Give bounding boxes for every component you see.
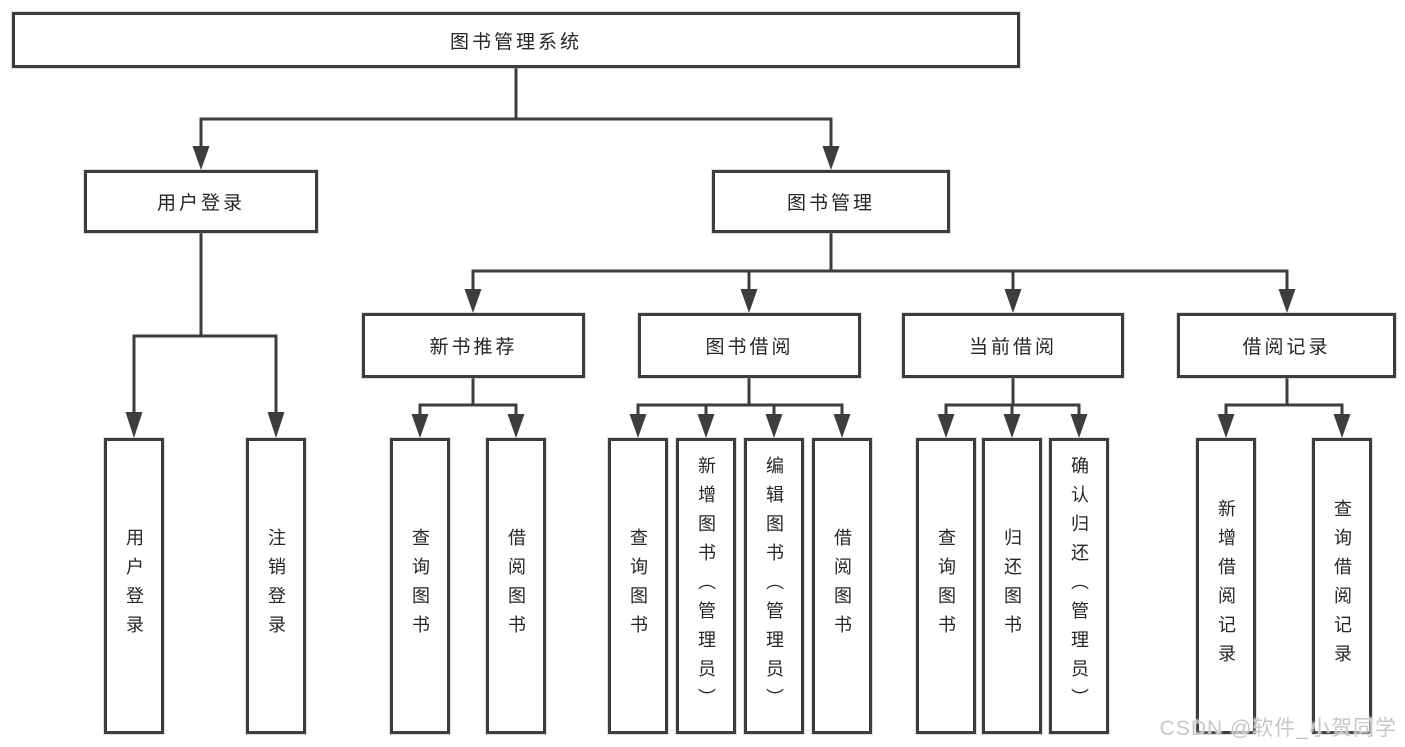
leaf-add-borrow-record: 新增借阅记录 <box>1196 438 1256 734</box>
leaf-edit-books-admin: 编辑图书（管理员） <box>744 438 804 734</box>
arrowhead <box>833 414 851 438</box>
arrowhead <box>1333 414 1351 438</box>
leaf-return-books-label: 归还图书 <box>1002 528 1022 644</box>
leaf-add-books-admin: 新增图书（管理员） <box>676 438 736 734</box>
leaf-newbook-query-books: 查询图书 <box>390 438 450 734</box>
node-borrow-records: 借阅记录 <box>1177 313 1396 378</box>
leaf-add-borrow-record-label: 新增借阅记录 <box>1216 499 1236 673</box>
leaf-newbook-borrow-books: 借阅图书 <box>486 438 546 734</box>
node-borrow-records-label: 借阅记录 <box>1242 337 1331 358</box>
node-book-management-label: 图书管理 <box>786 193 875 214</box>
arrowhead <box>464 289 482 313</box>
leaf-confirm-return-admin-label: 确认归还（管理员） <box>1069 455 1089 717</box>
leaf-borrow-query-books: 查询图书 <box>608 438 668 734</box>
arrowhead <box>697 414 715 438</box>
node-new-book-recommend: 新书推荐 <box>362 313 585 378</box>
node-book-management: 图书管理 <box>712 170 950 233</box>
connector-borrow-records <box>1224 376 1344 418</box>
node-root: 图书管理系统 <box>12 12 1020 68</box>
leaf-borrow-books: 借阅图书 <box>812 438 872 734</box>
arrowhead <box>507 414 525 438</box>
connector-current-borrow <box>944 376 1081 418</box>
leaf-current-query-books: 查询图书 <box>916 438 976 734</box>
arrowhead <box>629 414 647 438</box>
arrowhead <box>125 412 143 438</box>
leaf-borrow-books-label: 借阅图书 <box>832 528 852 644</box>
node-new-book-recommend-label: 新书推荐 <box>429 337 518 358</box>
leaf-query-borrow-record: 查询借阅记录 <box>1312 438 1372 734</box>
leaf-user-login: 用户登录 <box>104 438 164 734</box>
node-current-borrow: 当前借阅 <box>902 313 1124 378</box>
connector-root <box>199 66 833 150</box>
leaf-logout-label: 注销登录 <box>266 528 286 644</box>
leaf-confirm-return-admin: 确认归还（管理员） <box>1049 438 1109 734</box>
node-book-borrow-label: 图书借阅 <box>705 337 794 358</box>
node-current-borrow-label: 当前借阅 <box>968 337 1057 358</box>
leaf-add-books-admin-label: 新增图书（管理员） <box>696 455 716 717</box>
arrowhead <box>740 289 758 313</box>
arrowhead <box>1070 414 1088 438</box>
arrowhead <box>192 146 210 170</box>
leaf-edit-books-admin-label: 编辑图书（管理员） <box>764 455 784 717</box>
leaf-logout: 注销登录 <box>246 438 306 734</box>
arrowhead <box>267 412 285 438</box>
arrowhead <box>1278 289 1296 313</box>
node-book-borrow: 图书借阅 <box>638 313 861 378</box>
leaf-newbook-borrow-books-label: 借阅图书 <box>506 528 526 644</box>
leaf-current-query-books-label: 查询图书 <box>936 528 956 644</box>
arrowhead <box>822 146 840 170</box>
csdn-watermark: CSDN @软件_小贺同学 <box>1159 717 1397 740</box>
arrowhead <box>1003 414 1021 438</box>
leaf-borrow-query-books-label: 查询图书 <box>628 528 648 644</box>
arrowhead <box>765 414 783 438</box>
arrowhead <box>411 414 429 438</box>
arrowhead <box>1217 414 1235 438</box>
leaf-return-books: 归还图书 <box>982 438 1042 734</box>
arrowhead <box>937 414 955 438</box>
connector-new-book <box>418 376 518 418</box>
leaf-user-login-label: 用户登录 <box>124 528 144 644</box>
leaf-newbook-query-books-label: 查询图书 <box>410 528 430 644</box>
node-user-login-label: 用户登录 <box>156 193 245 214</box>
connector-book-borrow <box>636 376 844 418</box>
leaf-query-borrow-record-label: 查询借阅记录 <box>1332 499 1352 673</box>
connector-user-login <box>132 231 278 416</box>
connector-book-management <box>471 231 1289 293</box>
arrowhead <box>1004 289 1022 313</box>
node-root-label: 图书管理系统 <box>449 31 582 53</box>
node-user-login: 用户登录 <box>84 170 318 233</box>
